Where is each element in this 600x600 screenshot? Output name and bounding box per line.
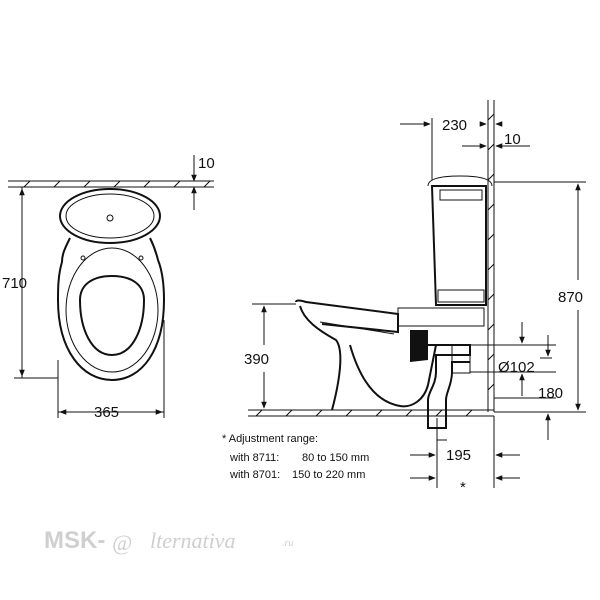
tank-top-outer <box>59 188 161 244</box>
floor-hatch <box>248 409 494 417</box>
bowl-rim <box>65 247 159 373</box>
watermark-at: @ <box>112 530 132 555</box>
dim-230: 230 <box>400 117 487 180</box>
seat-opening <box>78 274 146 357</box>
dim-label-10-top: 10 <box>198 155 215 172</box>
bowl-side <box>295 299 437 411</box>
dim-label-390: 390 <box>244 351 269 368</box>
notes-line1-value: 80 to 150 mm <box>302 452 369 464</box>
watermark-rest: lternativa <box>150 528 236 553</box>
dim-label-10-wall: 10 <box>504 131 521 148</box>
side-view: 230 10 870 390 <box>244 100 586 496</box>
hinge-right-icon <box>138 255 144 261</box>
dim-label-diameter-102: Ø102 <box>498 359 535 376</box>
dim-10-top: 10 <box>188 155 215 210</box>
hinge-left-icon <box>80 255 86 261</box>
dim-label-365: 365 <box>94 404 119 421</box>
bowl-outer <box>56 237 166 382</box>
notes-line2-value: 150 to 220 mm <box>292 469 365 481</box>
top-view: 10 710 365 <box>2 155 215 421</box>
top-wall-hatch <box>8 180 214 188</box>
flush-button-icon <box>106 214 114 222</box>
tank-top-inner <box>65 193 155 239</box>
dim-365: 365 <box>57 320 165 421</box>
dim-180: 180 <box>494 335 563 440</box>
dim-label-870: 870 <box>558 289 583 306</box>
dim-10-wall: 10 <box>462 121 530 149</box>
dim-label-180: 180 <box>538 385 563 402</box>
dim-710: 710 <box>2 187 58 379</box>
watermark-suffix: .ru <box>282 538 293 549</box>
dim-label-230: 230 <box>442 117 467 134</box>
watermark: MSK- @ lternativa .ru <box>44 527 293 555</box>
outlet-pipe <box>426 344 471 441</box>
dim-390: 390 <box>244 303 296 409</box>
notes-title: * Adjustment range: <box>222 433 318 445</box>
dim-870: 870 <box>494 181 586 413</box>
notes-line1-label: with 8711: <box>229 452 279 464</box>
watermark-prefix: MSK- <box>44 527 105 554</box>
notes-line2-label: with 8701: <box>229 469 280 481</box>
dim-label-710: 710 <box>2 275 27 292</box>
adjustment-notes: * Adjustment range: with 8711: 80 to 150… <box>222 433 369 481</box>
cistern-tank <box>397 175 493 327</box>
dim-label-195: 195 <box>446 447 471 464</box>
dim-102: Ø102 <box>470 322 556 396</box>
wall-hatch <box>487 100 495 412</box>
dim-label-star: * <box>460 479 466 496</box>
dim-195: 195 * <box>410 416 520 496</box>
